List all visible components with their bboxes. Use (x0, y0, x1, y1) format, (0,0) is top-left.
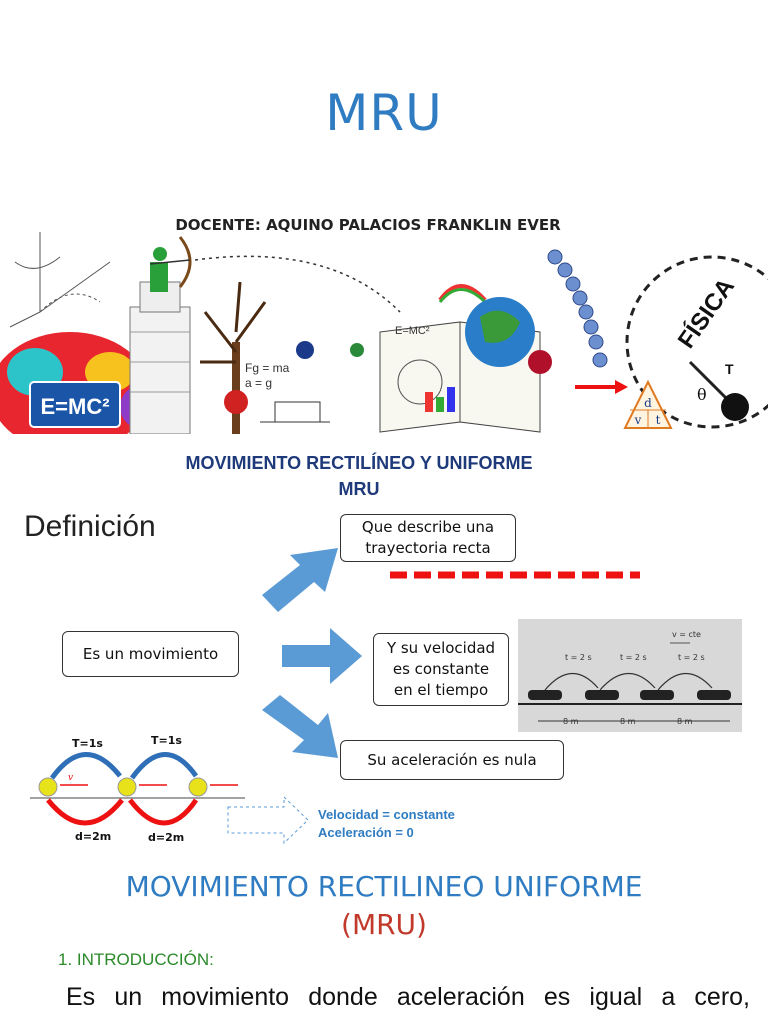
definition-label: Definición (24, 510, 156, 543)
emc2-small-label: E=MC² (395, 325, 430, 337)
equation-acceleration: Aceleración = 0 (318, 825, 414, 840)
emc2-label: E=MC² (40, 394, 109, 419)
axes-icon (9, 232, 111, 328)
svg-text:8 m: 8 m (620, 717, 636, 726)
svg-text:d=2m: d=2m (148, 831, 184, 844)
heading-line-1: MOVIMIENTO RECTILÍNEO Y UNIFORME (185, 453, 533, 473)
section-title: MOVIMIENTO RECTILINEO UNIFORME (125, 870, 643, 903)
svg-text:v: v (68, 773, 73, 783)
block-icon (274, 401, 321, 423)
pendulum-circle-icon (625, 255, 768, 429)
teacher-name: DOCENTE: AQUINO PALACIOS FRANKLIN EVER (175, 216, 561, 234)
page-title: MRU (325, 84, 443, 142)
svg-text:d: d (644, 396, 652, 410)
section-subtitle: (MRU) (341, 908, 427, 941)
svg-text:t = 2 s: t = 2 s (678, 653, 705, 662)
tension-label: T (725, 361, 734, 377)
equations: Velocidad = constante Aceleración = 0 (318, 806, 455, 842)
box-es-un-movimiento: Es un movimiento (62, 631, 239, 677)
ball-icon (296, 341, 314, 359)
svg-text:d=2m: d=2m (75, 830, 111, 843)
svg-text:T=1s: T=1s (151, 734, 182, 747)
outline-arrow-icon (227, 795, 309, 845)
arrow-down-icon (262, 695, 338, 758)
section-heading: MOVIMIENTO RECTILÍNEO Y UNIFORME MRU (0, 450, 718, 502)
archer-icon (149, 236, 192, 292)
arrow-right-icon (282, 628, 362, 684)
fisica-label: FÍSICA (672, 273, 740, 354)
svg-text:t: t (656, 413, 661, 427)
intro-heading: 1. INTRODUCCIÓN: (58, 950, 214, 969)
ball-icon (350, 343, 364, 357)
atom-icon (528, 350, 552, 374)
svg-text:v: v (634, 413, 642, 427)
svg-text:8 m: 8 m (563, 717, 579, 726)
svg-text:t = 2 s: t = 2 s (620, 653, 647, 662)
trajectory-path (194, 255, 401, 313)
intro-paragraph: Es un movimiento donde aceleración es ig… (66, 983, 750, 1011)
tower-icon (129, 281, 191, 434)
svg-text:t = 2 s: t = 2 s (565, 653, 592, 662)
dvt-triangle-icon: d v t (623, 379, 673, 429)
physics-banner-illustration: E=MC² Fg = ma a = g E=MC² (0, 232, 768, 434)
heading-line-2: MRU (338, 479, 380, 499)
tree-icon (200, 281, 267, 434)
pendulum-bob-icon (721, 393, 749, 421)
theta-label: θ (697, 385, 707, 404)
arrow-up-icon (262, 548, 338, 612)
a-formula: a = g (245, 376, 272, 390)
car-icon (528, 690, 731, 700)
svg-text:v = cte: v = cte (672, 630, 701, 639)
svg-text:T=1s: T=1s (72, 737, 103, 750)
ball-motion-diagram: T=1s T=1s v d=2m d=2m (30, 734, 245, 844)
box-velocidad-constante: Y su velocidad es constante en el tiempo (373, 633, 509, 706)
car-diagram-panel (518, 619, 742, 732)
pendulum-beads-icon (547, 249, 608, 368)
equation-velocity: Velocidad = constante (318, 807, 455, 822)
box-trayectoria-recta: Que describe una trayectoria recta (340, 514, 516, 562)
box-aceleracion-nula: Su aceleración es nula (340, 740, 564, 780)
fg-formula: Fg = ma (245, 361, 290, 375)
svg-text:8 m: 8 m (677, 717, 693, 726)
concept-diagram: v = cte t = 2 s t = 2 s t = 2 s 8 m 8 m … (30, 548, 742, 845)
